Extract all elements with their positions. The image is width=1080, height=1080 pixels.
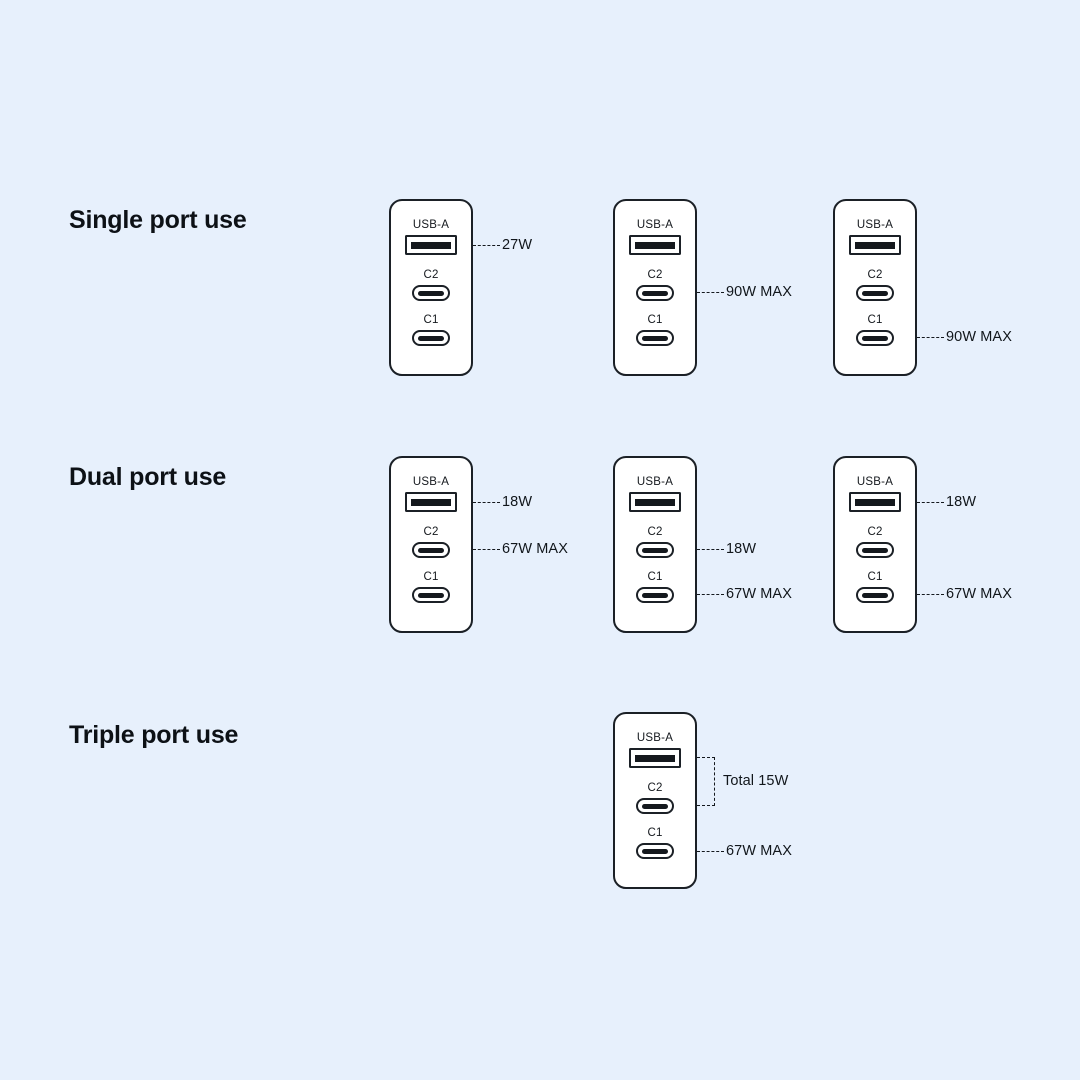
- port-label-usb-a: USB-A: [856, 476, 894, 488]
- port-label-c2: C2: [423, 526, 439, 538]
- port-label-usb-a: USB-A: [412, 219, 450, 231]
- port-label-c2: C2: [867, 269, 883, 281]
- usb-c-port-icon: [636, 330, 674, 346]
- port-label-c1: C1: [423, 571, 439, 583]
- charger-device-single-1: USB-A C2 C1: [389, 199, 473, 376]
- callout-dual-1-c2: 67W MAX: [502, 541, 568, 557]
- port-c2: C2: [615, 782, 695, 814]
- usb-c-port-icon: [412, 542, 450, 558]
- usb-c-port-icon: [636, 285, 674, 301]
- port-usb-a: USB-A: [391, 476, 471, 512]
- port-label-c1: C1: [647, 827, 663, 839]
- port-c1: C1: [615, 571, 695, 603]
- callout-single-2-c2: 90W MAX: [726, 284, 792, 300]
- port-label-c2: C2: [867, 526, 883, 538]
- leader-line-triple-c1: [697, 851, 724, 852]
- usb-c-port-icon: [636, 798, 674, 814]
- section-title-dual: Dual port use: [69, 463, 227, 491]
- port-label-c1: C1: [647, 314, 663, 326]
- leader-line-triple-bracket-bottom: [697, 805, 715, 806]
- port-label-usb-a: USB-A: [636, 732, 674, 744]
- callout-dual-3-c1: 67W MAX: [946, 586, 1012, 602]
- charger-device-single-3: USB-A C2 C1: [833, 199, 917, 376]
- port-c2: C2: [391, 269, 471, 301]
- usb-c-port-icon: [856, 285, 894, 301]
- section-title-triple: Triple port use: [69, 721, 239, 749]
- callout-dual-1-usb-a: 18W: [502, 494, 533, 510]
- leader-line-dual-2-c1: [697, 594, 724, 595]
- port-usb-a: USB-A: [615, 219, 695, 255]
- port-label-c1: C1: [647, 571, 663, 583]
- leader-line-dual-3-c1: [917, 594, 944, 595]
- usb-a-port-icon: [629, 748, 681, 768]
- usb-c-port-icon: [636, 587, 674, 603]
- port-label-c2: C2: [423, 269, 439, 281]
- usb-c-port-icon: [856, 330, 894, 346]
- usb-a-port-icon: [849, 492, 901, 512]
- callout-dual-3-usb-a: 18W: [946, 494, 977, 510]
- usb-a-port-icon: [849, 235, 901, 255]
- port-c1: C1: [615, 314, 695, 346]
- charger-device-dual-1: USB-A C2 C1: [389, 456, 473, 633]
- usb-c-port-icon: [412, 587, 450, 603]
- port-usb-a: USB-A: [835, 219, 915, 255]
- usb-c-port-icon: [412, 330, 450, 346]
- port-c2: C2: [615, 526, 695, 558]
- port-label-c2: C2: [647, 526, 663, 538]
- usb-c-port-icon: [412, 285, 450, 301]
- port-c2: C2: [615, 269, 695, 301]
- port-label-c2: C2: [647, 269, 663, 281]
- port-usb-a: USB-A: [835, 476, 915, 512]
- usb-a-port-icon: [405, 235, 457, 255]
- leader-line-dual-1-usb-a: [473, 502, 500, 503]
- usb-a-port-icon: [405, 492, 457, 512]
- port-c1: C1: [391, 314, 471, 346]
- port-label-usb-a: USB-A: [636, 476, 674, 488]
- port-c1: C1: [391, 571, 471, 603]
- callout-single-1-usb-a: 27W: [502, 237, 533, 253]
- usb-a-port-icon: [629, 492, 681, 512]
- leader-line-dual-2-c2: [697, 549, 724, 550]
- port-c2: C2: [835, 269, 915, 301]
- port-usb-a: USB-A: [615, 732, 695, 768]
- leader-line-single-1-usb-a: [473, 245, 500, 246]
- callout-triple-c1: 67W MAX: [726, 843, 792, 859]
- port-label-usb-a: USB-A: [636, 219, 674, 231]
- usb-c-port-icon: [636, 542, 674, 558]
- leader-line-single-2-c2: [697, 292, 724, 293]
- port-c1: C1: [835, 314, 915, 346]
- section-title-single: Single port use: [69, 206, 247, 234]
- leader-line-dual-3-usb-a: [917, 502, 944, 503]
- port-c1: C1: [835, 571, 915, 603]
- port-usb-a: USB-A: [391, 219, 471, 255]
- leader-line-dual-1-c2: [473, 549, 500, 550]
- callout-single-3-c1: 90W MAX: [946, 329, 1012, 345]
- callout-dual-2-c2: 18W: [726, 541, 757, 557]
- port-label-usb-a: USB-A: [856, 219, 894, 231]
- port-label-c1: C1: [423, 314, 439, 326]
- leader-line-single-3-c1: [917, 337, 944, 338]
- charger-device-dual-3: USB-A C2 C1: [833, 456, 917, 633]
- charger-device-single-2: USB-A C2 C1: [613, 199, 697, 376]
- port-usb-a: USB-A: [615, 476, 695, 512]
- leader-line-triple-bracket-top: [697, 757, 715, 758]
- port-label-usb-a: USB-A: [412, 476, 450, 488]
- charger-device-dual-2: USB-A C2 C1: [613, 456, 697, 633]
- bracket-vertical-triple: [714, 757, 715, 806]
- port-label-c1: C1: [867, 314, 883, 326]
- port-c2: C2: [391, 526, 471, 558]
- usb-c-port-icon: [856, 542, 894, 558]
- usb-c-port-icon: [856, 587, 894, 603]
- port-label-c1: C1: [867, 571, 883, 583]
- usb-c-port-icon: [636, 843, 674, 859]
- port-label-c2: C2: [647, 782, 663, 794]
- port-c2: C2: [835, 526, 915, 558]
- port-c1: C1: [615, 827, 695, 859]
- usb-a-port-icon: [629, 235, 681, 255]
- callout-triple-total: Total 15W: [723, 773, 789, 789]
- charger-device-triple-1: USB-A C2 C1: [613, 712, 697, 889]
- callout-dual-2-c1: 67W MAX: [726, 586, 792, 602]
